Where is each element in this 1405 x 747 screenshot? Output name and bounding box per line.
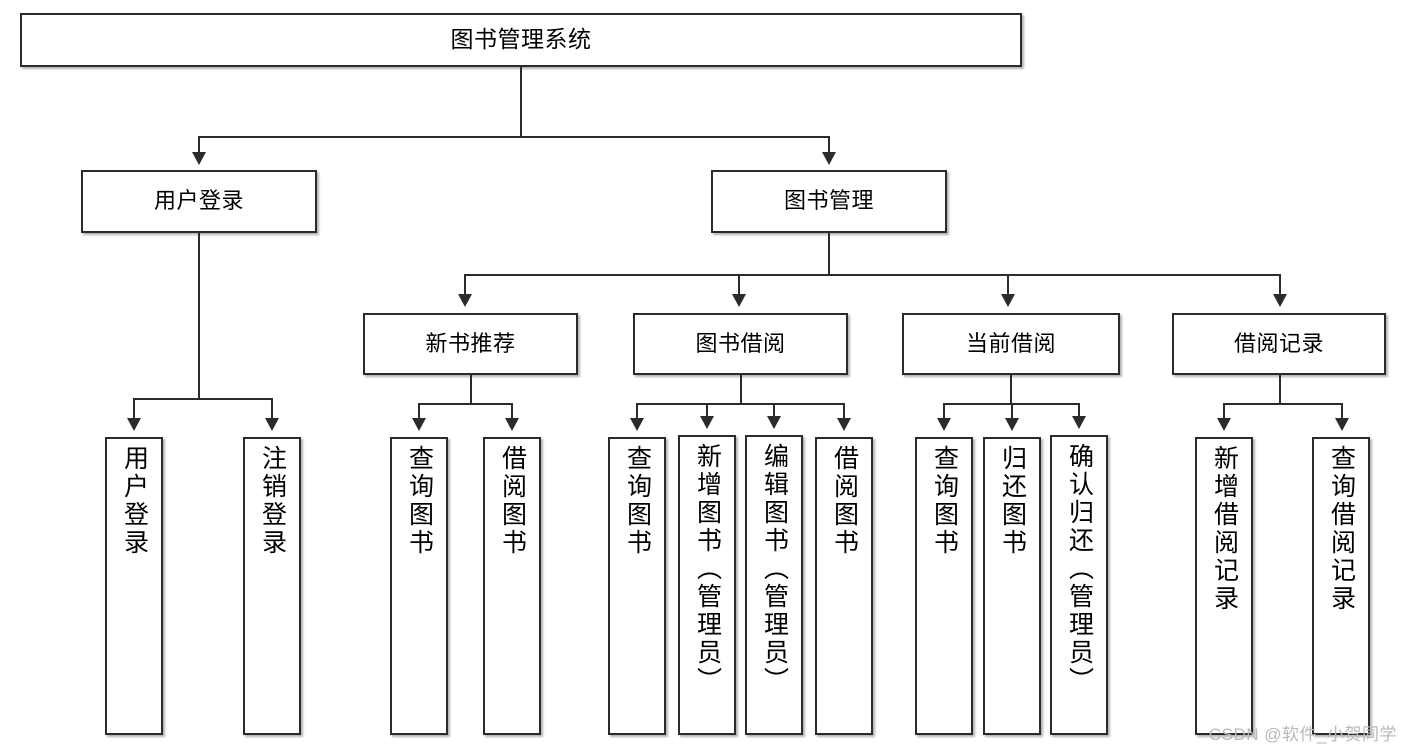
- connector-to-new-book-rec: [464, 274, 466, 296]
- connector-root-bus: [198, 136, 829, 138]
- node-leaf-cb-confirm-return-admin[interactable]: 确认归还（管理员）: [1050, 435, 1108, 735]
- connector-br-drop-1: [1223, 403, 1225, 420]
- arrow-to-borrow-record: [1273, 294, 1287, 307]
- node-label: 用户登录: [120, 445, 149, 557]
- node-leaf-br-query-record[interactable]: 查询借阅记录: [1312, 437, 1370, 735]
- arrow-leaf-rec-borrow: [505, 418, 519, 431]
- node-leaf-rec-borrow-book[interactable]: 借阅图书: [483, 437, 541, 735]
- arrow-to-current-borrow: [1001, 294, 1015, 307]
- node-leaf-user-logout[interactable]: 注销登录: [243, 437, 301, 735]
- arrow-to-new-book-rec: [458, 294, 472, 307]
- arrow-leaf-rec-query: [412, 418, 426, 431]
- connector-bb-drop-4: [843, 403, 845, 420]
- arrow-to-user-login: [192, 152, 206, 165]
- node-leaf-bb-add-book-admin[interactable]: 新增图书（管理员）: [678, 435, 736, 735]
- connector-to-borrow-record: [1279, 274, 1281, 296]
- connector-cb-drop-2: [1011, 403, 1013, 420]
- arrow-leaf-bb-edit: [767, 416, 781, 429]
- connector-br-drop-2: [1341, 403, 1343, 420]
- node-leaf-bb-borrow-book[interactable]: 借阅图书: [815, 437, 873, 735]
- node-label: 查询图书: [623, 445, 652, 557]
- node-label: 注销登录: [258, 445, 287, 557]
- node-label: 图书管理: [783, 188, 874, 214]
- arrow-leaf-cb-confirm: [1072, 416, 1086, 429]
- connector-book-borrow-bus: [636, 403, 844, 405]
- connector-bb-drop-3: [773, 403, 775, 418]
- arrow-leaf-bb-add: [700, 416, 714, 429]
- connector-user-login-drop-1: [133, 398, 135, 420]
- connector-borrow-record-bus: [1223, 403, 1342, 405]
- connector-book-manage-stem: [828, 233, 830, 276]
- node-label: 查询图书: [930, 445, 959, 557]
- node-leaf-rec-query-book[interactable]: 查询图书: [390, 437, 448, 735]
- arrow-leaf-user-login: [127, 418, 141, 431]
- arrow-leaf-bb-borrow: [837, 418, 851, 431]
- node-book-management[interactable]: 图书管理: [711, 170, 947, 233]
- node-label: 编辑图书（管理员）: [760, 443, 789, 695]
- node-leaf-br-add-record[interactable]: 新增借阅记录: [1195, 437, 1253, 735]
- connector-nbr-drop-1: [418, 403, 420, 420]
- node-label: 用户登录: [153, 188, 244, 214]
- node-new-book-recommend[interactable]: 新书推荐: [363, 313, 578, 375]
- node-label: 当前借阅: [965, 330, 1056, 356]
- node-label: 借阅图书: [830, 445, 859, 557]
- node-current-borrow[interactable]: 当前借阅: [902, 313, 1120, 375]
- connector-root-stem: [520, 67, 522, 137]
- connector-book-manage-bus: [464, 274, 1281, 276]
- connector-cb-drop-3: [1078, 403, 1080, 418]
- connector-nbr-drop-2: [511, 403, 513, 420]
- node-label: 借阅记录: [1233, 330, 1324, 356]
- connector-current-borrow-stem: [1010, 375, 1012, 405]
- arrow-leaf-cb-return: [1005, 418, 1019, 431]
- node-leaf-bb-edit-book-admin[interactable]: 编辑图书（管理员）: [745, 435, 803, 735]
- node-label: 新增借阅记录: [1210, 445, 1239, 613]
- arrow-leaf-cb-query: [937, 418, 951, 431]
- arrow-to-book-manage: [822, 152, 836, 165]
- connector-borrow-record-stem: [1279, 375, 1281, 405]
- node-label: 查询借阅记录: [1327, 445, 1356, 613]
- connector-book-borrow-stem: [740, 375, 742, 405]
- arrow-leaf-user-logout: [265, 418, 279, 431]
- connector-user-login-bus: [133, 398, 272, 400]
- connector-user-login-drop-2: [271, 398, 273, 420]
- node-label: 归还图书: [998, 445, 1027, 557]
- node-leaf-user-login[interactable]: 用户登录: [105, 437, 163, 735]
- connector-bb-drop-2: [706, 403, 708, 418]
- connector-to-book-manage: [828, 136, 830, 156]
- node-leaf-bb-query-book[interactable]: 查询图书: [608, 437, 666, 735]
- node-label: 新增图书（管理员）: [693, 443, 722, 695]
- connector-to-current-borrow: [1007, 274, 1009, 296]
- connector-to-user-login: [198, 136, 200, 156]
- node-label: 图书管理系统: [450, 26, 592, 53]
- connector-bb-drop-1: [636, 403, 638, 420]
- arrow-leaf-br-query: [1335, 418, 1349, 431]
- node-leaf-cb-return-book[interactable]: 归还图书: [983, 437, 1041, 735]
- connector-new-book-rec-bus: [418, 403, 513, 405]
- connector-new-book-rec-stem: [470, 375, 472, 405]
- arrow-leaf-br-add: [1217, 418, 1231, 431]
- node-user-login[interactable]: 用户登录: [81, 170, 317, 233]
- arrow-to-book-borrow: [732, 294, 746, 307]
- node-book-management-system[interactable]: 图书管理系统: [20, 13, 1022, 67]
- connector-user-login-stem: [198, 233, 200, 400]
- node-label: 图书借阅: [695, 330, 786, 356]
- node-label: 确认归还（管理员）: [1065, 443, 1094, 695]
- node-book-borrow[interactable]: 图书借阅: [633, 313, 848, 375]
- node-label: 新书推荐: [425, 330, 516, 356]
- node-borrow-record[interactable]: 借阅记录: [1172, 313, 1386, 375]
- connector-to-book-borrow: [738, 274, 740, 296]
- arrow-leaf-bb-query: [630, 418, 644, 431]
- node-leaf-cb-query-book[interactable]: 查询图书: [915, 437, 973, 735]
- connector-cb-drop-1: [943, 403, 945, 420]
- node-label: 查询图书: [405, 445, 434, 557]
- node-label: 借阅图书: [498, 445, 527, 557]
